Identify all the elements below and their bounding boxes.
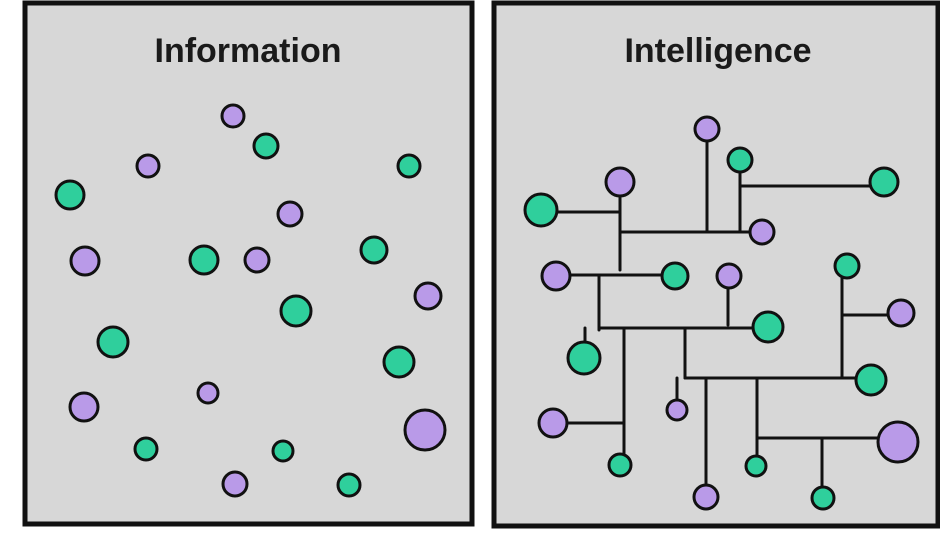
intelligence-nodes [523, 115, 920, 511]
purple-node [715, 262, 743, 290]
intelligence-title: Intelligence [624, 32, 811, 70]
teal-node [396, 153, 422, 179]
purple-node [876, 420, 920, 464]
information-nodes [54, 103, 447, 498]
teal-node [523, 192, 559, 228]
teal-node [854, 363, 888, 397]
teal-node [868, 166, 900, 198]
purple-node [540, 260, 572, 292]
purple-node [537, 407, 569, 439]
purple-node [748, 218, 776, 246]
teal-node [96, 325, 130, 359]
purple-node [243, 246, 271, 274]
purple-node [403, 408, 447, 452]
purple-node [886, 298, 916, 328]
teal-node [607, 452, 633, 478]
teal-node [271, 439, 295, 463]
purple-node [220, 103, 246, 129]
purple-node [413, 281, 443, 311]
purple-node [693, 115, 721, 143]
teal-node [54, 179, 86, 211]
purple-node [69, 245, 101, 277]
purple-node [276, 200, 304, 228]
purple-node [135, 153, 161, 179]
purple-node [221, 470, 249, 498]
teal-node [188, 244, 220, 276]
teal-node [726, 146, 754, 174]
purple-node [665, 398, 689, 422]
teal-node [660, 261, 690, 291]
purple-node [604, 166, 636, 198]
teal-node [382, 345, 416, 379]
purple-node [68, 391, 100, 423]
teal-node [359, 235, 389, 265]
teal-node [566, 340, 602, 376]
information-title: Information [155, 32, 342, 70]
teal-node [751, 310, 785, 344]
teal-node [744, 454, 768, 478]
purple-node [692, 483, 720, 511]
teal-node [279, 294, 313, 328]
purple-node [196, 381, 220, 405]
intelligence-connections [542, 129, 902, 500]
teal-node [133, 436, 159, 462]
teal-node [833, 252, 861, 280]
teal-node [810, 485, 836, 511]
teal-node [252, 132, 280, 160]
teal-node [336, 472, 362, 498]
